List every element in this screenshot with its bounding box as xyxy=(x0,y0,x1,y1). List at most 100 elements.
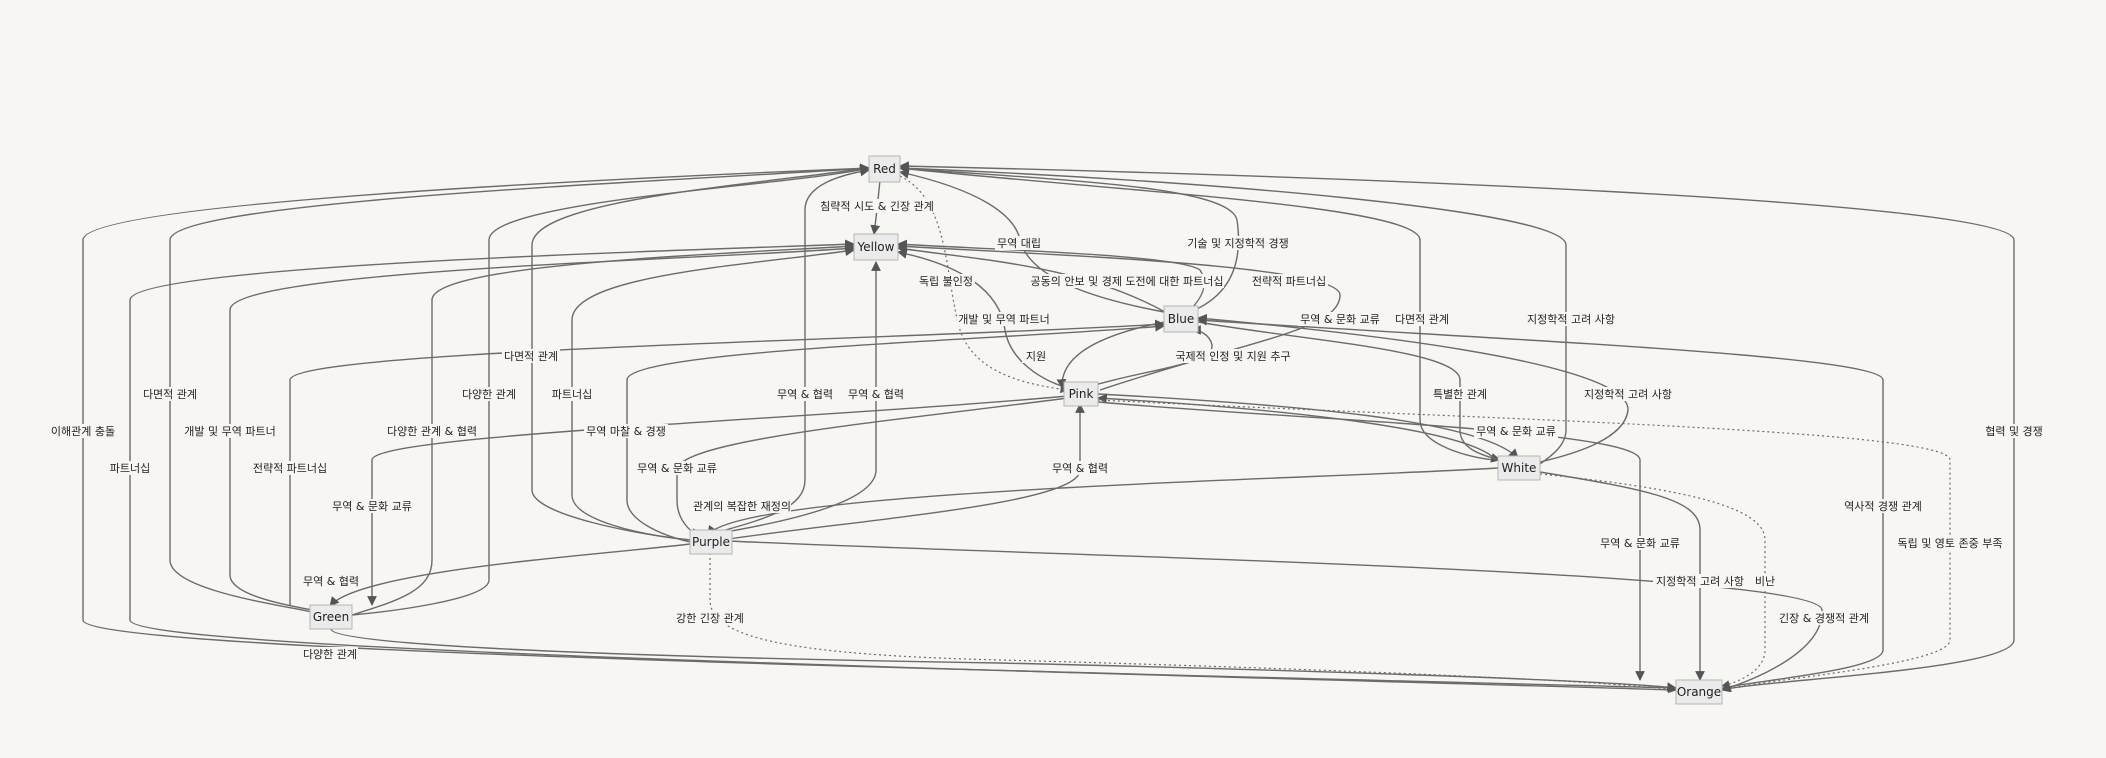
svg-text:무역 대립: 무역 대립 xyxy=(997,237,1041,250)
svg-text:무역 & 문화 교류: 무역 & 문화 교류 xyxy=(332,500,412,513)
svg-text:Orange: Orange xyxy=(1677,685,1721,699)
edge-label: 독립 불인정 xyxy=(917,274,975,288)
edge-yellow-purple xyxy=(571,246,855,541)
edge-label: 다양한 관계 & 협력 xyxy=(386,424,478,438)
edge-yellow-green-dev xyxy=(229,243,855,611)
svg-text:다면적 관계: 다면적 관계 xyxy=(1395,313,1449,326)
edge-red-green-varied xyxy=(351,165,870,616)
svg-text:침략적 시도 & 긴장 관계: 침략적 시도 & 긴장 관계 xyxy=(820,200,934,213)
svg-text:무역 마찰 & 경쟁: 무역 마찰 & 경쟁 xyxy=(586,425,666,438)
edge-label: 침략적 시도 & 긴장 관계 xyxy=(818,199,936,213)
edge-label: 전략적 파트너십 xyxy=(251,461,329,475)
edge-label: 파트너십 xyxy=(108,461,152,475)
edge-label: 이해관계 충돌 xyxy=(50,424,116,438)
node-red[interactable]: Red xyxy=(868,155,901,183)
edge-label: 역사적 경쟁 관계 xyxy=(1841,499,1925,513)
edge-label: 다양한 관계 xyxy=(461,387,517,401)
edge-pink-orange xyxy=(1097,401,1645,681)
svg-text:지정학적 고려 사항: 지정학적 고려 사항 xyxy=(1527,313,1615,326)
node-yellow[interactable]: Yellow xyxy=(853,233,899,261)
svg-text:White: White xyxy=(1502,461,1537,475)
svg-text:무역 & 협력: 무역 & 협력 xyxy=(1052,462,1108,475)
svg-text:무역 & 문화 교류: 무역 & 문화 교류 xyxy=(1300,313,1380,326)
node-pink[interactable]: Pink xyxy=(1063,381,1099,407)
svg-text:무역 & 문화 교류: 무역 & 문화 교류 xyxy=(637,462,717,475)
svg-text:이해관계 충돌: 이해관계 충돌 xyxy=(51,424,115,438)
svg-text:무역 & 문화 교류: 무역 & 문화 교류 xyxy=(1600,537,1680,550)
svg-text:지정학적 고려 사항: 지정학적 고려 사항 xyxy=(1656,575,1744,588)
svg-text:Purple: Purple xyxy=(692,535,730,549)
edge-label: 무역 & 문화 교류 xyxy=(635,461,719,475)
edge-label: 무역 대립 xyxy=(995,236,1043,250)
svg-text:다면적 관계: 다면적 관계 xyxy=(143,388,197,401)
edge-red-blue-tech xyxy=(899,163,1240,313)
edge-label: 특별한 관계 xyxy=(1432,387,1488,401)
svg-text:독립 불인정: 독립 불인정 xyxy=(919,275,973,288)
edge-label: 지정학적 고려 사항 xyxy=(1524,312,1618,326)
svg-text:전략적 파트너십: 전략적 파트너십 xyxy=(1252,275,1326,288)
edge-pink-orange-dotted xyxy=(1097,399,1951,693)
edge-label: 긴장 & 경쟁적 관계 xyxy=(1779,611,1869,625)
edge-label: 다면적 관계 xyxy=(1393,312,1451,326)
edge-label: 지정학적 고려 사항 xyxy=(1581,387,1675,401)
edge-label: 독립 및 영토 존중 부족 xyxy=(1894,536,2006,550)
svg-text:기술 및 지정학적 경쟁: 기술 및 지정학적 경쟁 xyxy=(1187,237,1289,250)
edge-red-green-multi xyxy=(169,163,870,613)
edge-purple-red xyxy=(707,166,870,536)
edge-green-orange xyxy=(330,628,1677,692)
edge-label: 무역 & 협력 xyxy=(302,574,360,588)
svg-text:다양한 관계: 다양한 관계 xyxy=(462,388,516,401)
edge-red-purple-multi xyxy=(531,164,870,541)
svg-text:다양한 관계: 다양한 관계 xyxy=(303,648,357,661)
svg-text:무역 & 협력: 무역 & 협력 xyxy=(303,575,359,588)
svg-text:독립 및 영토 존중 부족: 독립 및 영토 존중 부족 xyxy=(1897,537,2002,550)
node-purple[interactable]: Purple xyxy=(689,529,733,555)
svg-text:다양한 관계 & 협력: 다양한 관계 & 협력 xyxy=(387,425,477,438)
edge-yellow-pink-trade xyxy=(897,241,1341,391)
svg-text:역사적 경쟁 관계: 역사적 경쟁 관계 xyxy=(1844,500,1922,513)
svg-text:Blue: Blue xyxy=(1168,312,1195,326)
svg-text:파트너십: 파트너십 xyxy=(110,462,150,475)
svg-text:다면적 관계: 다면적 관계 xyxy=(504,350,558,363)
svg-text:공동의 안보 및 경제 도전에 대한 파트너십: 공동의 안보 및 경제 도전에 대한 파트너십 xyxy=(1030,275,1223,288)
svg-text:지원: 지원 xyxy=(1026,350,1046,363)
edge-blue-orange xyxy=(1197,315,1884,689)
edge-label: 다면적 관계 xyxy=(141,387,199,401)
edge-yellow-blue-partner xyxy=(897,244,1166,313)
edge-blue-purple xyxy=(626,321,1165,543)
edge-label: 다양한 관계 xyxy=(302,647,358,661)
edge-pink-purple xyxy=(676,397,1069,538)
edge-label: 무역 & 협력 xyxy=(1051,461,1109,475)
edge-label: 무역 & 문화 교류 xyxy=(1598,536,1682,550)
edge-purple-pink xyxy=(707,403,1085,543)
edge-label: 파트너십 xyxy=(550,387,594,401)
svg-text:무역 & 협력: 무역 & 협력 xyxy=(848,388,904,401)
edge-red-white-geo xyxy=(899,163,1567,465)
edge-red-orange xyxy=(899,161,2015,691)
edge-label: 관계의 복잡한 재정의 xyxy=(693,499,791,513)
node-blue[interactable]: Blue xyxy=(1163,305,1199,333)
node-green[interactable]: Green xyxy=(309,604,353,630)
edge-label: 무역 & 문화 교류 xyxy=(1474,424,1558,438)
edge-white-orange-dotted xyxy=(1539,473,1766,689)
node-white[interactable]: White xyxy=(1497,455,1541,481)
svg-text:특별한 관계: 특별한 관계 xyxy=(1433,388,1487,401)
edge-green-yellow xyxy=(351,241,855,616)
svg-text:국제적 인정 및 지원 추구: 국제적 인정 및 지원 추구 xyxy=(1175,350,1290,363)
edge-label: 개발 및 무역 파트너 xyxy=(957,312,1051,326)
node-orange[interactable]: Orange xyxy=(1675,679,1723,705)
edge-label: 다면적 관계 xyxy=(502,349,560,363)
svg-text:강한 긴장 관계: 강한 긴장 관계 xyxy=(676,612,744,625)
edge-label: 무역 & 협력 xyxy=(776,387,834,401)
edge-label: 무역 & 문화 교류 xyxy=(330,499,414,513)
svg-text:파트너십: 파트너십 xyxy=(552,388,592,401)
edge-red-white-multi xyxy=(899,164,1496,461)
svg-text:무역 & 문화 교류: 무역 & 문화 교류 xyxy=(1476,425,1556,438)
svg-text:개발 및 무역 파트너: 개발 및 무역 파트너 xyxy=(958,313,1049,326)
svg-text:긴장 & 경쟁적 관계: 긴장 & 경쟁적 관계 xyxy=(1779,612,1869,625)
edge-label: 강한 긴장 관계 xyxy=(676,611,744,625)
edge-label: 무역 & 협력 xyxy=(847,387,905,401)
edge-label: 비난 xyxy=(1753,574,1777,588)
svg-text:비난: 비난 xyxy=(1755,575,1775,588)
